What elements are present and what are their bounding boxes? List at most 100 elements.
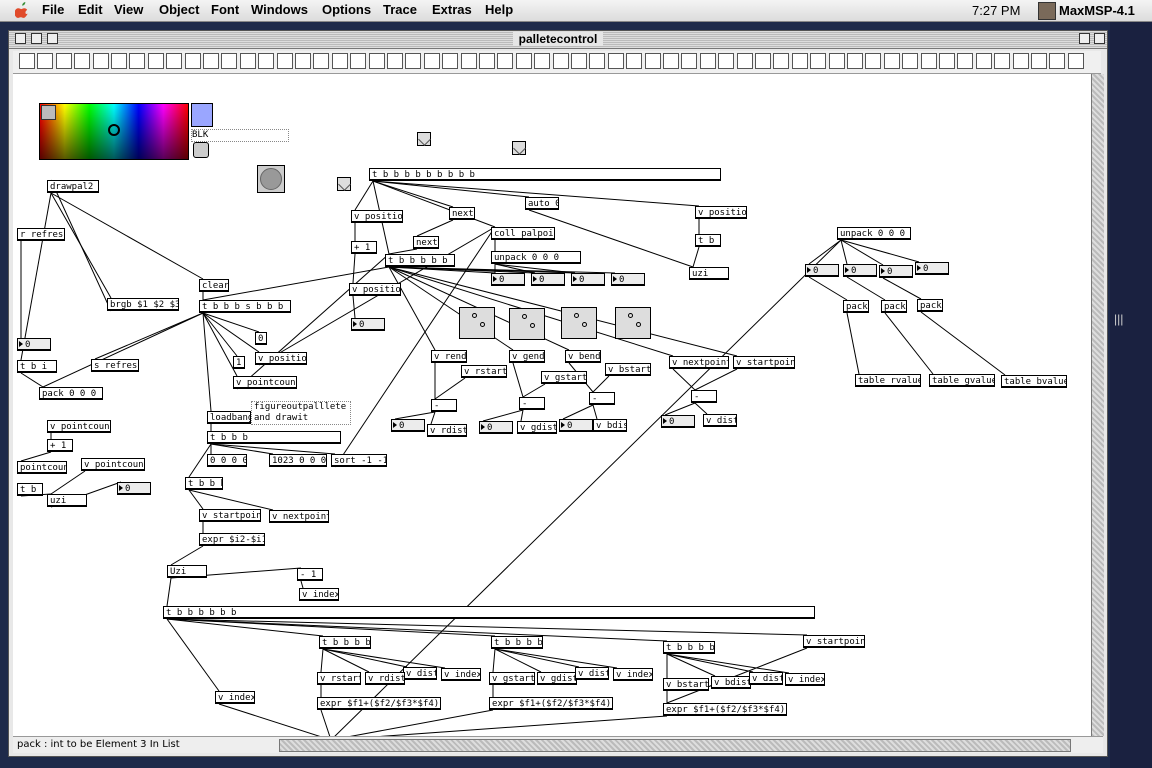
palette-tool-icon[interactable] <box>221 53 238 69</box>
patch-cord[interactable] <box>331 715 668 736</box>
patch-cord[interactable] <box>394 411 436 420</box>
patch-cord[interactable] <box>388 248 418 255</box>
number-box[interactable]: 0 <box>843 264 877 277</box>
patch-cord[interactable] <box>20 192 52 361</box>
palette-tool-icon[interactable] <box>736 53 753 69</box>
patch-cord[interactable] <box>808 239 842 265</box>
horizontal-scrollbar[interactable] <box>279 739 1071 752</box>
patch-object[interactable]: v rstart <box>461 365 507 378</box>
patch-cord[interactable] <box>166 618 324 637</box>
palette-tool-icon[interactable] <box>276 53 293 69</box>
palette-tool-icon[interactable] <box>368 53 385 69</box>
palette-tool-icon[interactable] <box>19 53 35 69</box>
patch-cord[interactable] <box>562 404 594 420</box>
patch-object[interactable]: next <box>413 236 439 249</box>
palette-tool-icon[interactable] <box>939 53 955 69</box>
palette-tool-icon[interactable] <box>718 53 735 69</box>
palette-tool-icon[interactable] <box>699 53 716 69</box>
number-box[interactable]: 0 <box>611 273 645 286</box>
patch-object[interactable]: - <box>589 392 615 405</box>
patch-object[interactable]: expr $f1+($f2/$f3*$f4) <box>317 697 441 710</box>
patch-cord[interactable] <box>331 239 842 736</box>
patch-object[interactable]: expr $i2-$i1 <box>199 533 265 546</box>
patch-cord[interactable] <box>166 577 172 607</box>
patch-cord[interactable] <box>331 709 494 736</box>
bang-button[interactable] <box>417 132 431 146</box>
patch-cord[interactable] <box>202 312 260 333</box>
patch-object[interactable]: pack <box>917 299 943 312</box>
number-box[interactable]: 0 <box>117 482 151 495</box>
patch-object[interactable]: v startpoint <box>803 635 865 648</box>
patch-cord[interactable] <box>210 443 336 455</box>
patch-cord[interactable] <box>188 443 212 478</box>
palette-tool-icon[interactable] <box>644 53 661 69</box>
apple-menu-icon[interactable] <box>15 2 29 18</box>
patch-object[interactable]: t b b b b b b <box>163 606 815 619</box>
patch-object[interactable]: v gdist <box>537 672 577 685</box>
collapse-box-icon[interactable] <box>31 33 42 44</box>
palette-tool-icon[interactable] <box>405 53 422 69</box>
vertical-scrollbar[interactable] <box>1091 74 1104 736</box>
patch-cord[interactable] <box>494 648 618 669</box>
patch-object[interactable]: v position <box>255 352 307 365</box>
menu-extras[interactable]: Extras <box>432 2 472 17</box>
patch-cord[interactable] <box>236 253 390 390</box>
menu-view[interactable]: View <box>114 2 144 17</box>
palette-tool-icon[interactable] <box>920 53 937 69</box>
patch-object[interactable]: pack <box>843 300 869 313</box>
palette-tool-icon[interactable] <box>515 53 532 69</box>
patch-object[interactable]: v pointcount <box>47 420 111 433</box>
number-box[interactable]: 0 <box>661 415 695 428</box>
color-picker-cursor-icon[interactable] <box>108 124 120 136</box>
patch-object[interactable]: v index <box>441 668 481 681</box>
patch-object[interactable]: s refresh <box>91 359 139 372</box>
patch-object[interactable]: v position <box>695 206 747 219</box>
patch-cord[interactable] <box>520 409 524 422</box>
patch-object[interactable]: v nextpoint <box>669 356 729 369</box>
patch-object[interactable]: v rstart <box>317 672 361 685</box>
palette-tool-icon[interactable] <box>773 53 790 69</box>
patch-object[interactable]: v pointcount <box>233 376 297 389</box>
patch-cord[interactable] <box>692 246 700 268</box>
patch-object[interactable]: uzi <box>689 267 729 280</box>
palette-tool-icon[interactable] <box>147 53 164 69</box>
patch-object[interactable]: auto 0 <box>525 197 559 210</box>
patch-cord[interactable] <box>882 277 922 300</box>
patch-object[interactable]: - 1 <box>297 568 323 581</box>
palette-tool-icon[interactable] <box>902 53 919 69</box>
patch-object[interactable]: table bvalues <box>1001 375 1067 388</box>
patch-object[interactable]: sort -1 -1 <box>331 454 387 467</box>
number-box[interactable]: 0 <box>805 264 839 277</box>
patch-object[interactable]: t b b b b <box>491 636 543 649</box>
patch-object[interactable]: v index <box>613 668 653 681</box>
patch-cord[interactable] <box>42 312 204 388</box>
patch-cord[interactable] <box>666 653 754 673</box>
patch-cord[interactable] <box>372 180 700 207</box>
patch-object[interactable]: - <box>431 399 457 412</box>
patch-object[interactable]: v gend <box>509 350 545 363</box>
patch-object[interactable]: t b b b b b <box>385 254 455 267</box>
patch-cord[interactable] <box>50 192 204 280</box>
patch-cord[interactable] <box>320 648 324 673</box>
patch-object[interactable]: v startpoint <box>733 356 795 369</box>
patch-object[interactable]: t b b b b b b b b b <box>369 168 721 181</box>
gate-switch[interactable] <box>615 307 651 339</box>
number-box[interactable]: 0 <box>915 262 949 275</box>
patch-object[interactable]: t b b b s b b b <box>199 300 291 313</box>
swatch-corner-button[interactable] <box>41 105 56 120</box>
patch-cord[interactable] <box>840 239 848 265</box>
patch-object[interactable]: v index <box>785 673 825 686</box>
palette-tool-icon[interactable] <box>74 53 91 69</box>
patch-cord[interactable] <box>188 489 204 510</box>
palette-tool-icon[interactable] <box>350 53 367 69</box>
patch-object[interactable]: v position <box>349 283 401 296</box>
patch-object[interactable]: loadbang <box>207 411 251 424</box>
lock-box-icon[interactable] <box>47 33 58 44</box>
palette-tool-icon[interactable] <box>847 53 863 69</box>
patch-object[interactable]: v rdist <box>427 424 467 437</box>
palette-tool-icon[interactable] <box>994 53 1011 69</box>
patch-object[interactable]: v gdist <box>517 421 557 434</box>
patch-object[interactable]: v pointcount <box>81 458 145 471</box>
palette-tool-icon[interactable] <box>313 53 330 69</box>
patch-object[interactable]: pointcount <box>17 461 67 474</box>
